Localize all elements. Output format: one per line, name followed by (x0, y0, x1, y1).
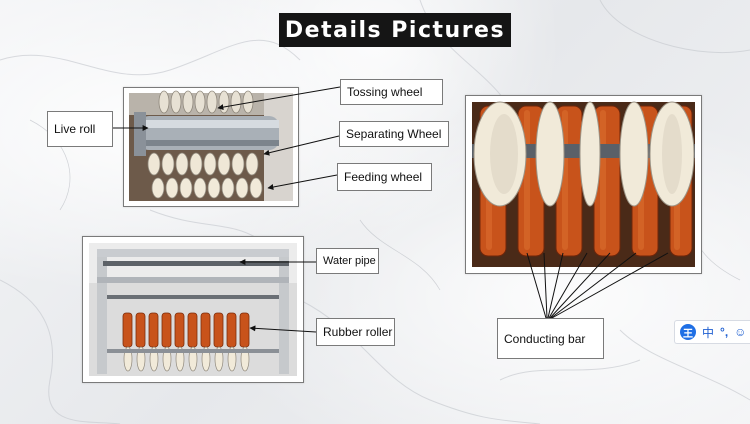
page-title: Details Pictures (279, 13, 511, 47)
ime-toolbar[interactable]: 王 中 °, ☺ (674, 320, 750, 344)
ime-punctuation-toggle[interactable]: °, (720, 325, 729, 339)
photo-rubber-rollers (465, 95, 702, 274)
label-tossing-wheel: Tossing wheel (340, 79, 443, 105)
label-water-pipe: Water pipe (316, 248, 379, 274)
label-rubber-roller: Rubber roller (316, 318, 395, 346)
label-conducting-bar: Conducting bar (497, 318, 604, 359)
label-feeding-wheel: Feeding wheel (337, 163, 432, 191)
label-live-roll: Live roll (47, 111, 113, 147)
photo-rollers (123, 87, 299, 207)
photo-machine-frame (82, 236, 304, 383)
label-separating-wheel: Separating Wheel (339, 121, 449, 147)
ime-language-toggle[interactable]: 中 (702, 325, 715, 340)
ime-logo-icon[interactable]: 王 (680, 324, 696, 340)
ime-emoji-icon[interactable]: ☺ (734, 325, 747, 339)
